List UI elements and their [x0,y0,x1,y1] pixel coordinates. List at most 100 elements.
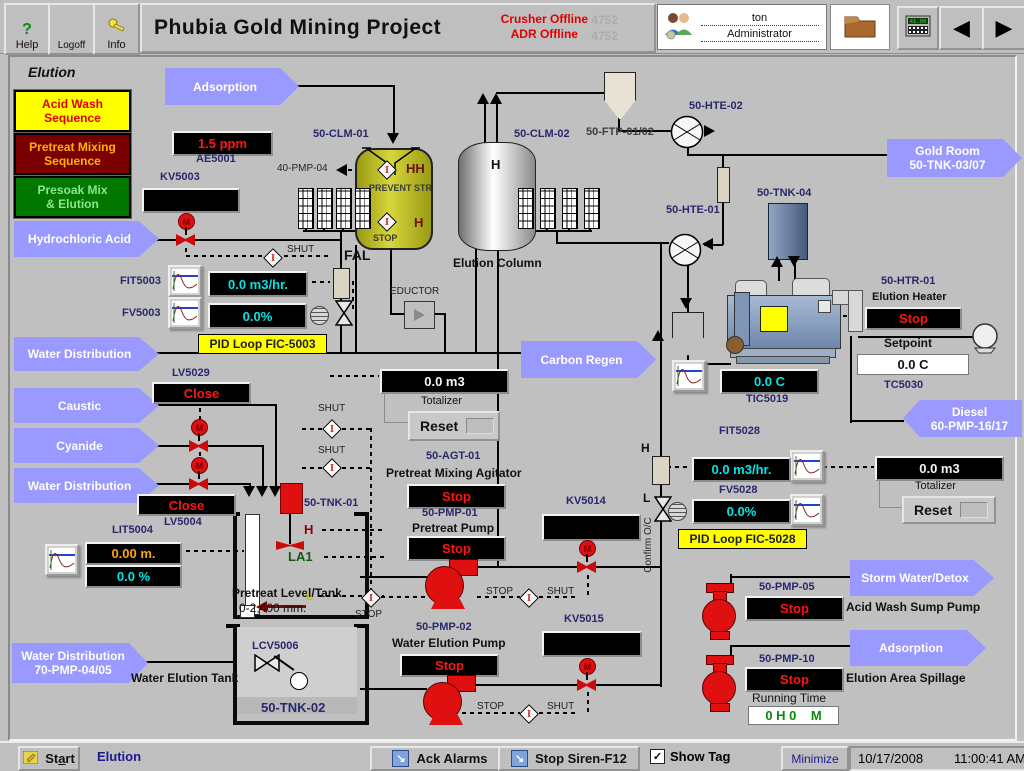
calculator-button[interactable]: 41.00 [897,6,939,50]
pmp05-stop-display[interactable]: Stop [745,596,844,621]
tic5019-temp-display[interactable]: 0.0 C [720,369,819,394]
flow-arrowhead-icon [680,298,692,309]
nav-carbon-regen[interactable]: Carbon Regen [521,341,656,378]
valve-actuator-icon [668,502,687,521]
pipe [660,520,662,687]
trend-icon[interactable] [45,544,79,576]
lit5004-percent-display[interactable]: 0.0 % [85,565,182,588]
kv5003-status-display[interactable] [142,188,240,213]
nav-water-distribution-2[interactable]: Water Distribution [14,468,159,503]
water-elution-pump-icon[interactable] [423,675,476,725]
tc5030-setpoint-field[interactable]: 0.0 C [857,354,969,375]
kv5014-status-display[interactable] [542,514,641,541]
lv5029-close-display[interactable]: Close [152,382,251,404]
acid-wash-sump-pump-icon[interactable] [700,583,738,640]
ack-alarms-label: Ack Alarms [416,751,488,766]
nav-water-distribution-1[interactable]: Water Distribution [14,337,159,371]
fv5003-position-display[interactable]: 0.0% [208,303,307,329]
tank-50-tnk-02[interactable] [233,624,369,725]
pid-loop-fic5028-button[interactable]: PID Loop FIC-5028 [678,529,807,549]
key-icon [108,18,126,39]
kv5015-status-display[interactable] [542,631,642,657]
user-panel[interactable]: ton Administrator [657,4,827,50]
text-label: STOP [373,233,398,243]
trend-icon[interactable] [672,360,706,392]
start-icon [22,750,39,767]
signal-dash-line [539,712,578,714]
nav-hydrochloric-acid[interactable]: Hydrochloric Acid [14,221,159,257]
fv5028-position-display[interactable]: 0.0% [692,499,791,524]
motor-valve-icon[interactable] [577,679,596,691]
tag-label: 50-TNK-01 [304,497,359,509]
trend-icon[interactable] [168,297,202,329]
fv5003-valve-icon[interactable] [334,300,354,326]
tank-50-tnk-01[interactable] [233,512,369,619]
folder-button[interactable] [830,4,890,50]
totalizer1-display: 0.0 m3 [380,369,509,394]
nav-cyanide[interactable]: Cyanide [14,428,159,463]
motor-valve-icon[interactable] [189,478,208,490]
heat-exchanger-icon[interactable] [670,115,704,149]
signal-dash-line [186,255,263,257]
text-label: H [641,441,650,455]
htr01-stop-display[interactable]: Stop [865,307,962,330]
nav-storm-water-detox[interactable]: Storm Water/Detox [850,560,994,596]
pretreat-pump-icon[interactable] [425,559,478,609]
title-panel: Phubia Gold Mining Project Crusher Offli… [140,3,656,53]
nav-adsorption-top[interactable]: Adsorption [165,68,299,105]
prev-page-button[interactable]: ◀ [939,6,984,50]
text-label: Acid Wash Sump Pump [846,600,981,614]
tag-label: 50-AGT-01 [426,450,481,462]
tank-50-tnk-04[interactable] [768,203,808,260]
totalizer1-reset-button[interactable]: Reset [408,411,500,441]
ack-alarms-button[interactable]: ↘ Ack Alarms [370,746,510,771]
sight-glass-icon [652,456,670,485]
help-button[interactable]: ? Help [4,3,50,55]
text-label: H [491,157,501,172]
motor-valve-icon[interactable] [189,440,208,452]
nav-caustic[interactable]: Caustic [14,388,159,423]
fit5003-flow-display[interactable]: 0.0 m3/hr. [208,271,308,297]
tag-label: KV5003 [160,171,200,183]
pid-loop-fic5003-button[interactable]: PID Loop FIC-5003 [198,334,327,354]
totalizer2-reset-button[interactable]: Reset [902,496,996,524]
agt01-stop-display[interactable]: Stop [407,484,506,509]
minimize-button[interactable]: Minimize [781,746,849,771]
start-button[interactable]: Start [18,746,80,771]
fit5028-flow-display[interactable]: 0.0 m3/hr. [692,457,791,482]
lv5004-close-display[interactable]: Close [137,494,236,516]
pmp02-stop-display[interactable]: Stop [400,654,499,677]
motor-valve-icon[interactable] [176,234,195,246]
next-page-button[interactable]: ▶ [982,6,1024,50]
hopper-50-ftp-icon [604,72,636,120]
pipe [730,645,732,658]
info-button[interactable]: Info [93,3,140,55]
alarm-banner: Crusher Offline ADR Offline [501,12,588,42]
logoff-button[interactable]: Logoff [48,3,95,55]
pmp10-stop-display[interactable]: Stop [745,667,844,692]
heat-exchanger-icon[interactable] [668,233,702,267]
trend-icon[interactable] [168,265,202,297]
trend-icon[interactable] [790,450,824,482]
lit5004-level-display[interactable]: 0.00 m. [85,542,182,565]
fv5028-valve-icon[interactable] [653,496,673,522]
show-tag-checkbox[interactable]: ✓ [650,749,665,764]
running-time-field[interactable]: 0 H 0 M [748,706,839,725]
elution-spillage-pump-icon[interactable] [700,655,738,712]
tag-label: 50-PMP-05 [759,581,815,593]
pmp01-stop-display[interactable]: Stop [407,536,506,561]
tag-label: 50-HTR-01 [881,275,936,287]
trend-icon[interactable] [790,494,824,526]
pipe [145,239,340,241]
lcv5006-valve-icon[interactable] [254,653,280,673]
presoak-mix-elution-button[interactable]: Presoak Mix& Elution [13,175,132,219]
valve-stem [586,554,588,562]
stop-siren-button[interactable]: ↘ Stop Siren-F12 [498,746,640,771]
motor-valve-icon[interactable] [577,561,596,573]
nav-adsorption-bottom[interactable]: Adsorption [850,630,986,666]
